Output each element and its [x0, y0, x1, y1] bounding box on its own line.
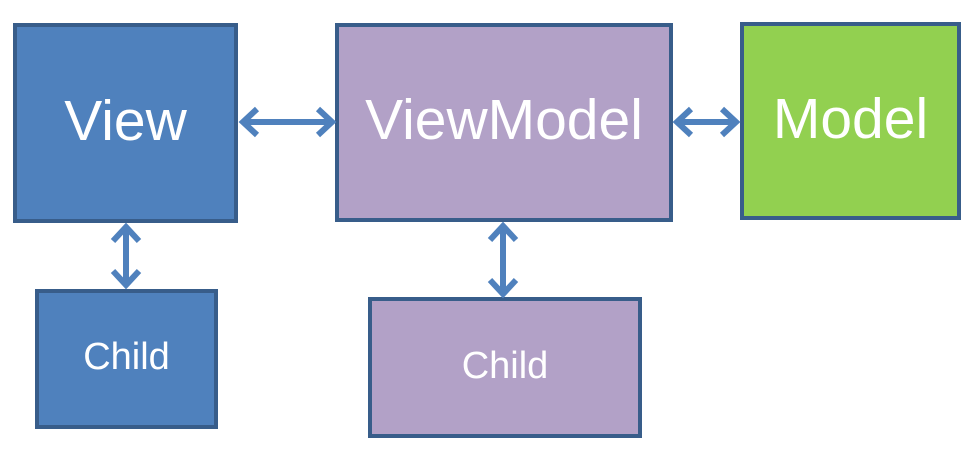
arrow-viewmodel-model: [672, 106, 741, 138]
node-model-label: Model: [772, 86, 929, 151]
node-view-child-label: Child: [83, 336, 170, 378]
node-viewmodel-child: Child: [368, 297, 642, 438]
node-viewmodel-child-label: Child: [461, 344, 549, 387]
node-model: Model: [740, 22, 961, 220]
arrow-viewmodel-viewmodelchild: [487, 221, 519, 299]
node-view-child: Child: [35, 289, 218, 429]
arrow-view-viewchild: [110, 222, 142, 290]
arrow-view-viewmodel: [238, 106, 337, 138]
node-view-label: View: [64, 88, 187, 153]
node-viewmodel-label: ViewModel: [365, 88, 643, 152]
node-viewmodel: ViewModel: [335, 23, 673, 222]
node-view: View: [13, 23, 238, 223]
